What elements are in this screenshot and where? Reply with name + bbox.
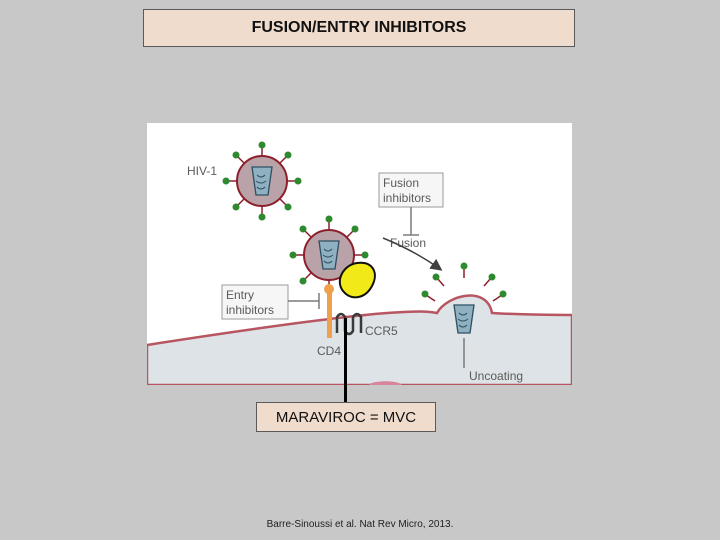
cd4-receptor xyxy=(324,284,334,338)
hiv-entry-figure: Fusion inhibitors Fusion Entry inhibitor… xyxy=(147,123,572,385)
uncoating-label: Uncoating xyxy=(469,369,523,383)
maraviroc-molecule xyxy=(338,261,376,299)
ccr5-coreceptor xyxy=(335,312,363,336)
fusion-label: Fusion xyxy=(390,236,426,250)
citation: Barre-Sinoussi et al. Nat Rev Micro, 201… xyxy=(266,519,454,530)
fusion-arrow xyxy=(382,237,443,271)
callout-pointer-line xyxy=(344,318,347,403)
fusion-inhibitors-label-1: Fusion xyxy=(383,176,419,190)
hiv-1-label: HIV-1 xyxy=(187,164,217,178)
ccr5-label: CCR5 xyxy=(365,324,398,338)
entry-inhibitors-label-1: Entry xyxy=(226,288,254,302)
entry-inhibitors-label-2: inhibitors xyxy=(226,303,274,317)
entry-inhibitors-box xyxy=(221,284,289,320)
hiv-virion-1 xyxy=(222,141,302,221)
fused-virion xyxy=(421,262,507,334)
maraviroc-callout: MARAVIROC = MVC xyxy=(256,402,436,432)
slide-title: FUSION/ENTRY INHIBITORS xyxy=(143,9,575,47)
endosome-bud xyxy=(369,381,402,385)
hiv-entry-diagram: Fusion inhibitors Fusion Entry inhibitor… xyxy=(147,123,572,385)
fusion-inhibitors-label-2: inhibitors xyxy=(383,191,431,205)
hiv-virion-2 xyxy=(289,215,369,295)
cd4-label: CD4 xyxy=(317,344,341,358)
